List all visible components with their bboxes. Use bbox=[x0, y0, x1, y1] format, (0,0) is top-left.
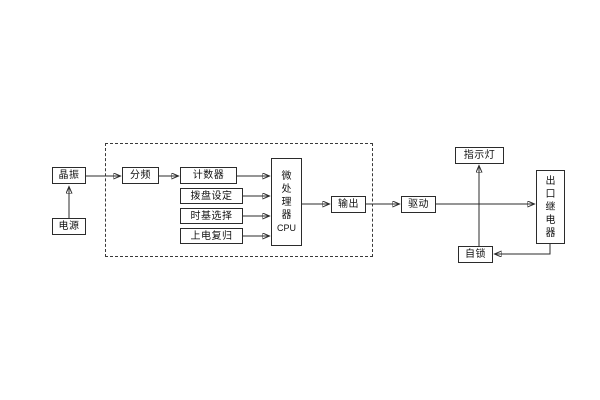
block-dial-setting-label: 拨盘设定 bbox=[190, 190, 233, 202]
block-microprocessor-label: 微处理器 bbox=[281, 171, 292, 221]
block-self-lock: 自锁 bbox=[458, 246, 493, 263]
block-crystal-oscillator: 晶振 bbox=[52, 167, 86, 184]
block-counter: 计数器 bbox=[180, 167, 237, 184]
block-counter-label: 计数器 bbox=[192, 170, 225, 181]
block-outlet-relay-label: 出口继电器 bbox=[545, 175, 556, 239]
block-dial-setting: 拨盘设定 bbox=[180, 188, 243, 204]
block-self-lock-label: 自锁 bbox=[465, 249, 486, 260]
block-indicator-lamp-label: 指示灯 bbox=[463, 150, 496, 161]
block-frequency-divider: 分频 bbox=[122, 167, 159, 184]
block-frequency-divider-label: 分频 bbox=[130, 170, 151, 181]
block-crystal-oscillator-label: 晶振 bbox=[58, 170, 80, 181]
block-timebase-select-label: 时基选择 bbox=[190, 210, 233, 222]
block-outlet-relay: 出口继电器 bbox=[536, 170, 565, 244]
block-power-on-reset-label: 上电复归 bbox=[190, 230, 233, 242]
block-drive-label: 驱动 bbox=[408, 199, 429, 210]
block-indicator-lamp: 指示灯 bbox=[455, 147, 504, 164]
block-output: 输出 bbox=[331, 196, 366, 213]
arrow-relay-to-selflock bbox=[495, 244, 551, 254]
block-power-supply: 电源 bbox=[52, 218, 86, 235]
block-timebase-select: 时基选择 bbox=[180, 208, 243, 224]
block-power-supply-label: 电源 bbox=[58, 221, 80, 232]
block-power-on-reset: 上电复归 bbox=[180, 228, 243, 244]
block-cpu-label: CPU bbox=[276, 223, 296, 233]
dashed-module-boundary bbox=[105, 143, 373, 257]
block-drive: 驱动 bbox=[401, 196, 436, 213]
block-microprocessor-cpu: 微处理器 CPU bbox=[271, 158, 302, 246]
block-output-label: 输出 bbox=[338, 199, 359, 210]
